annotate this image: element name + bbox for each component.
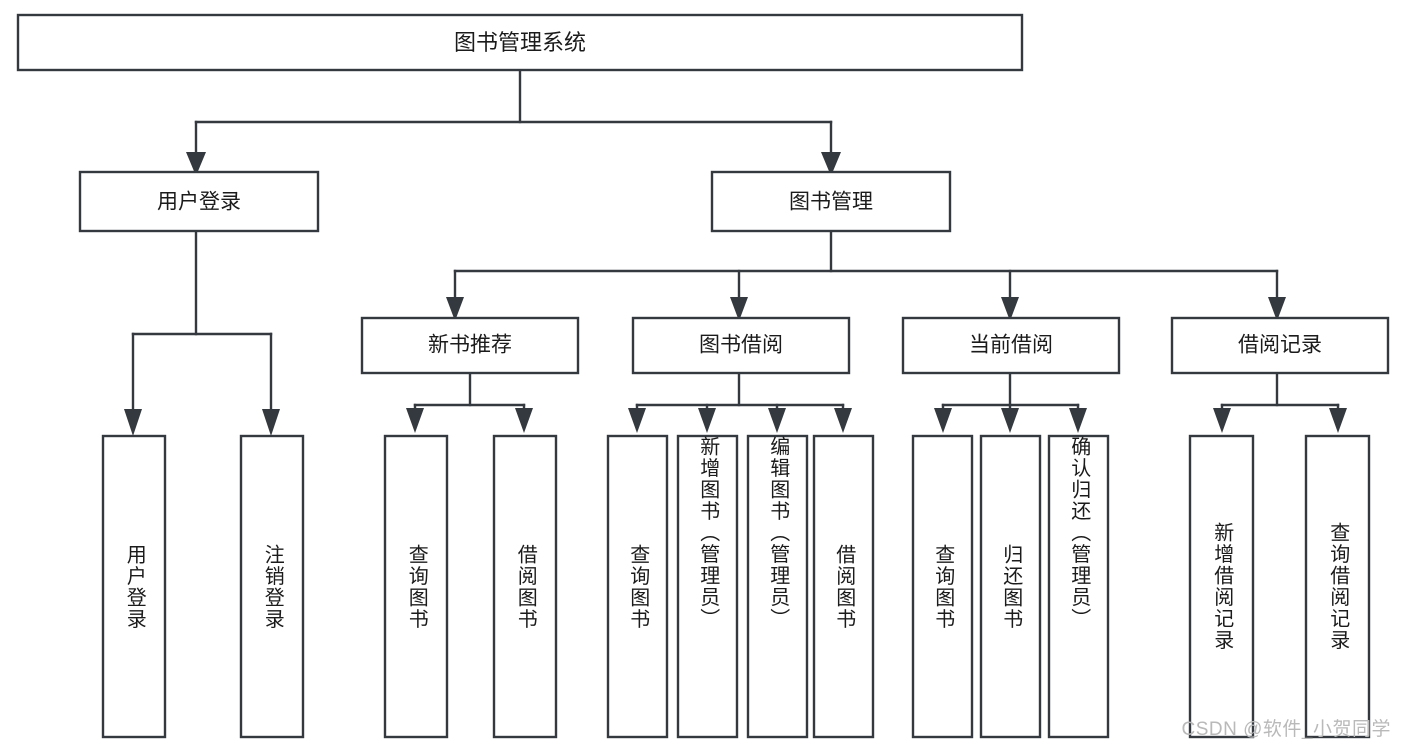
leaf-box-user-login[interactable] (101, 434, 167, 739)
watermark-text: CSDN @软件_小贺同学 (1181, 719, 1391, 740)
arrow-head-leaf-return-book (1001, 408, 1019, 433)
node-new-book-recommend-box[interactable] (360, 316, 580, 375)
node-book-management-label: 图书管理 (789, 191, 873, 214)
arrow-head-leaf-query-book-1 (406, 408, 424, 433)
arrow-head-leaf-query-borrow-record (1329, 408, 1347, 433)
node-root-label: 图书管理系统 (454, 30, 586, 55)
leaf-box-return-book[interactable] (979, 434, 1042, 739)
node-book-borrow[interactable]: 图书借阅 (631, 316, 851, 375)
arrow-head-book-borrow (730, 297, 748, 321)
node-book-management-box[interactable] (710, 170, 952, 233)
arrow-head-leaf-user-login (124, 409, 142, 436)
leaf-box-query-book-3[interactable] (911, 434, 974, 739)
arrow-head-book-management (821, 152, 841, 176)
node-user-login-label: 用户登录 (157, 191, 241, 214)
node-current-borrow-label: 当前借阅 (969, 334, 1053, 357)
node-user-login[interactable]: 用户登录 (78, 170, 320, 233)
node-new-book-recommend-label: 新书推荐 (428, 334, 512, 357)
node-root[interactable]: 图书管理系统 (16, 13, 1024, 72)
node-borrow-record-label: 借阅记录 (1238, 334, 1322, 357)
arrow-head-leaf-add-book (698, 408, 716, 433)
connector-layer (124, 68, 1347, 436)
arrow-head-leaf-borrow-book-2 (834, 408, 852, 433)
leaf-box-query-book-2[interactable] (606, 434, 669, 739)
leaf-box-query-borrow-record[interactable] (1304, 434, 1371, 739)
leaf-box-borrow-book-1[interactable] (492, 434, 558, 739)
arrow-head-leaf-add-borrow-record (1213, 408, 1231, 433)
leaf-box-confirm-return[interactable] (1047, 434, 1110, 739)
node-borrow-record[interactable]: 借阅记录 (1170, 316, 1390, 375)
node-book-borrow-label: 图书借阅 (699, 334, 783, 357)
arrow-head-leaf-query-book-3 (934, 408, 952, 433)
node-book-borrow-box[interactable] (631, 316, 851, 375)
arrow-head-leaf-query-book-2 (628, 408, 646, 433)
node-new-book-recommend[interactable]: 新书推荐 (360, 316, 580, 375)
leaf-box-borrow-book-2[interactable] (812, 434, 875, 739)
arrow-head-new-book-recommend (446, 297, 464, 321)
arrow-head-leaf-edit-book (768, 408, 786, 433)
arrow-head-leaf-confirm-return (1069, 408, 1087, 433)
node-borrow-record-box[interactable] (1170, 316, 1390, 375)
node-root-box[interactable] (16, 13, 1024, 72)
arrow-head-borrow-record (1268, 297, 1286, 321)
node-current-borrow[interactable]: 当前借阅 (901, 316, 1121, 375)
leaf-box-query-book-1[interactable] (383, 434, 449, 739)
node-book-management[interactable]: 图书管理 (710, 170, 952, 233)
leaf-box-add-borrow-record[interactable] (1188, 434, 1255, 739)
leaf-box-edit-book[interactable] (746, 434, 809, 739)
node-user-login-box[interactable] (78, 170, 320, 233)
arrow-head-current-borrow (1001, 297, 1019, 321)
arrow-head-user-login (186, 152, 206, 176)
node-current-borrow-box[interactable] (901, 316, 1121, 375)
leaf-box-add-book[interactable] (676, 434, 739, 739)
arrow-head-leaf-borrow-book-1 (515, 408, 533, 433)
arrow-head-leaf-user-logout (262, 409, 280, 436)
leaf-box-user-logout[interactable] (239, 434, 305, 739)
